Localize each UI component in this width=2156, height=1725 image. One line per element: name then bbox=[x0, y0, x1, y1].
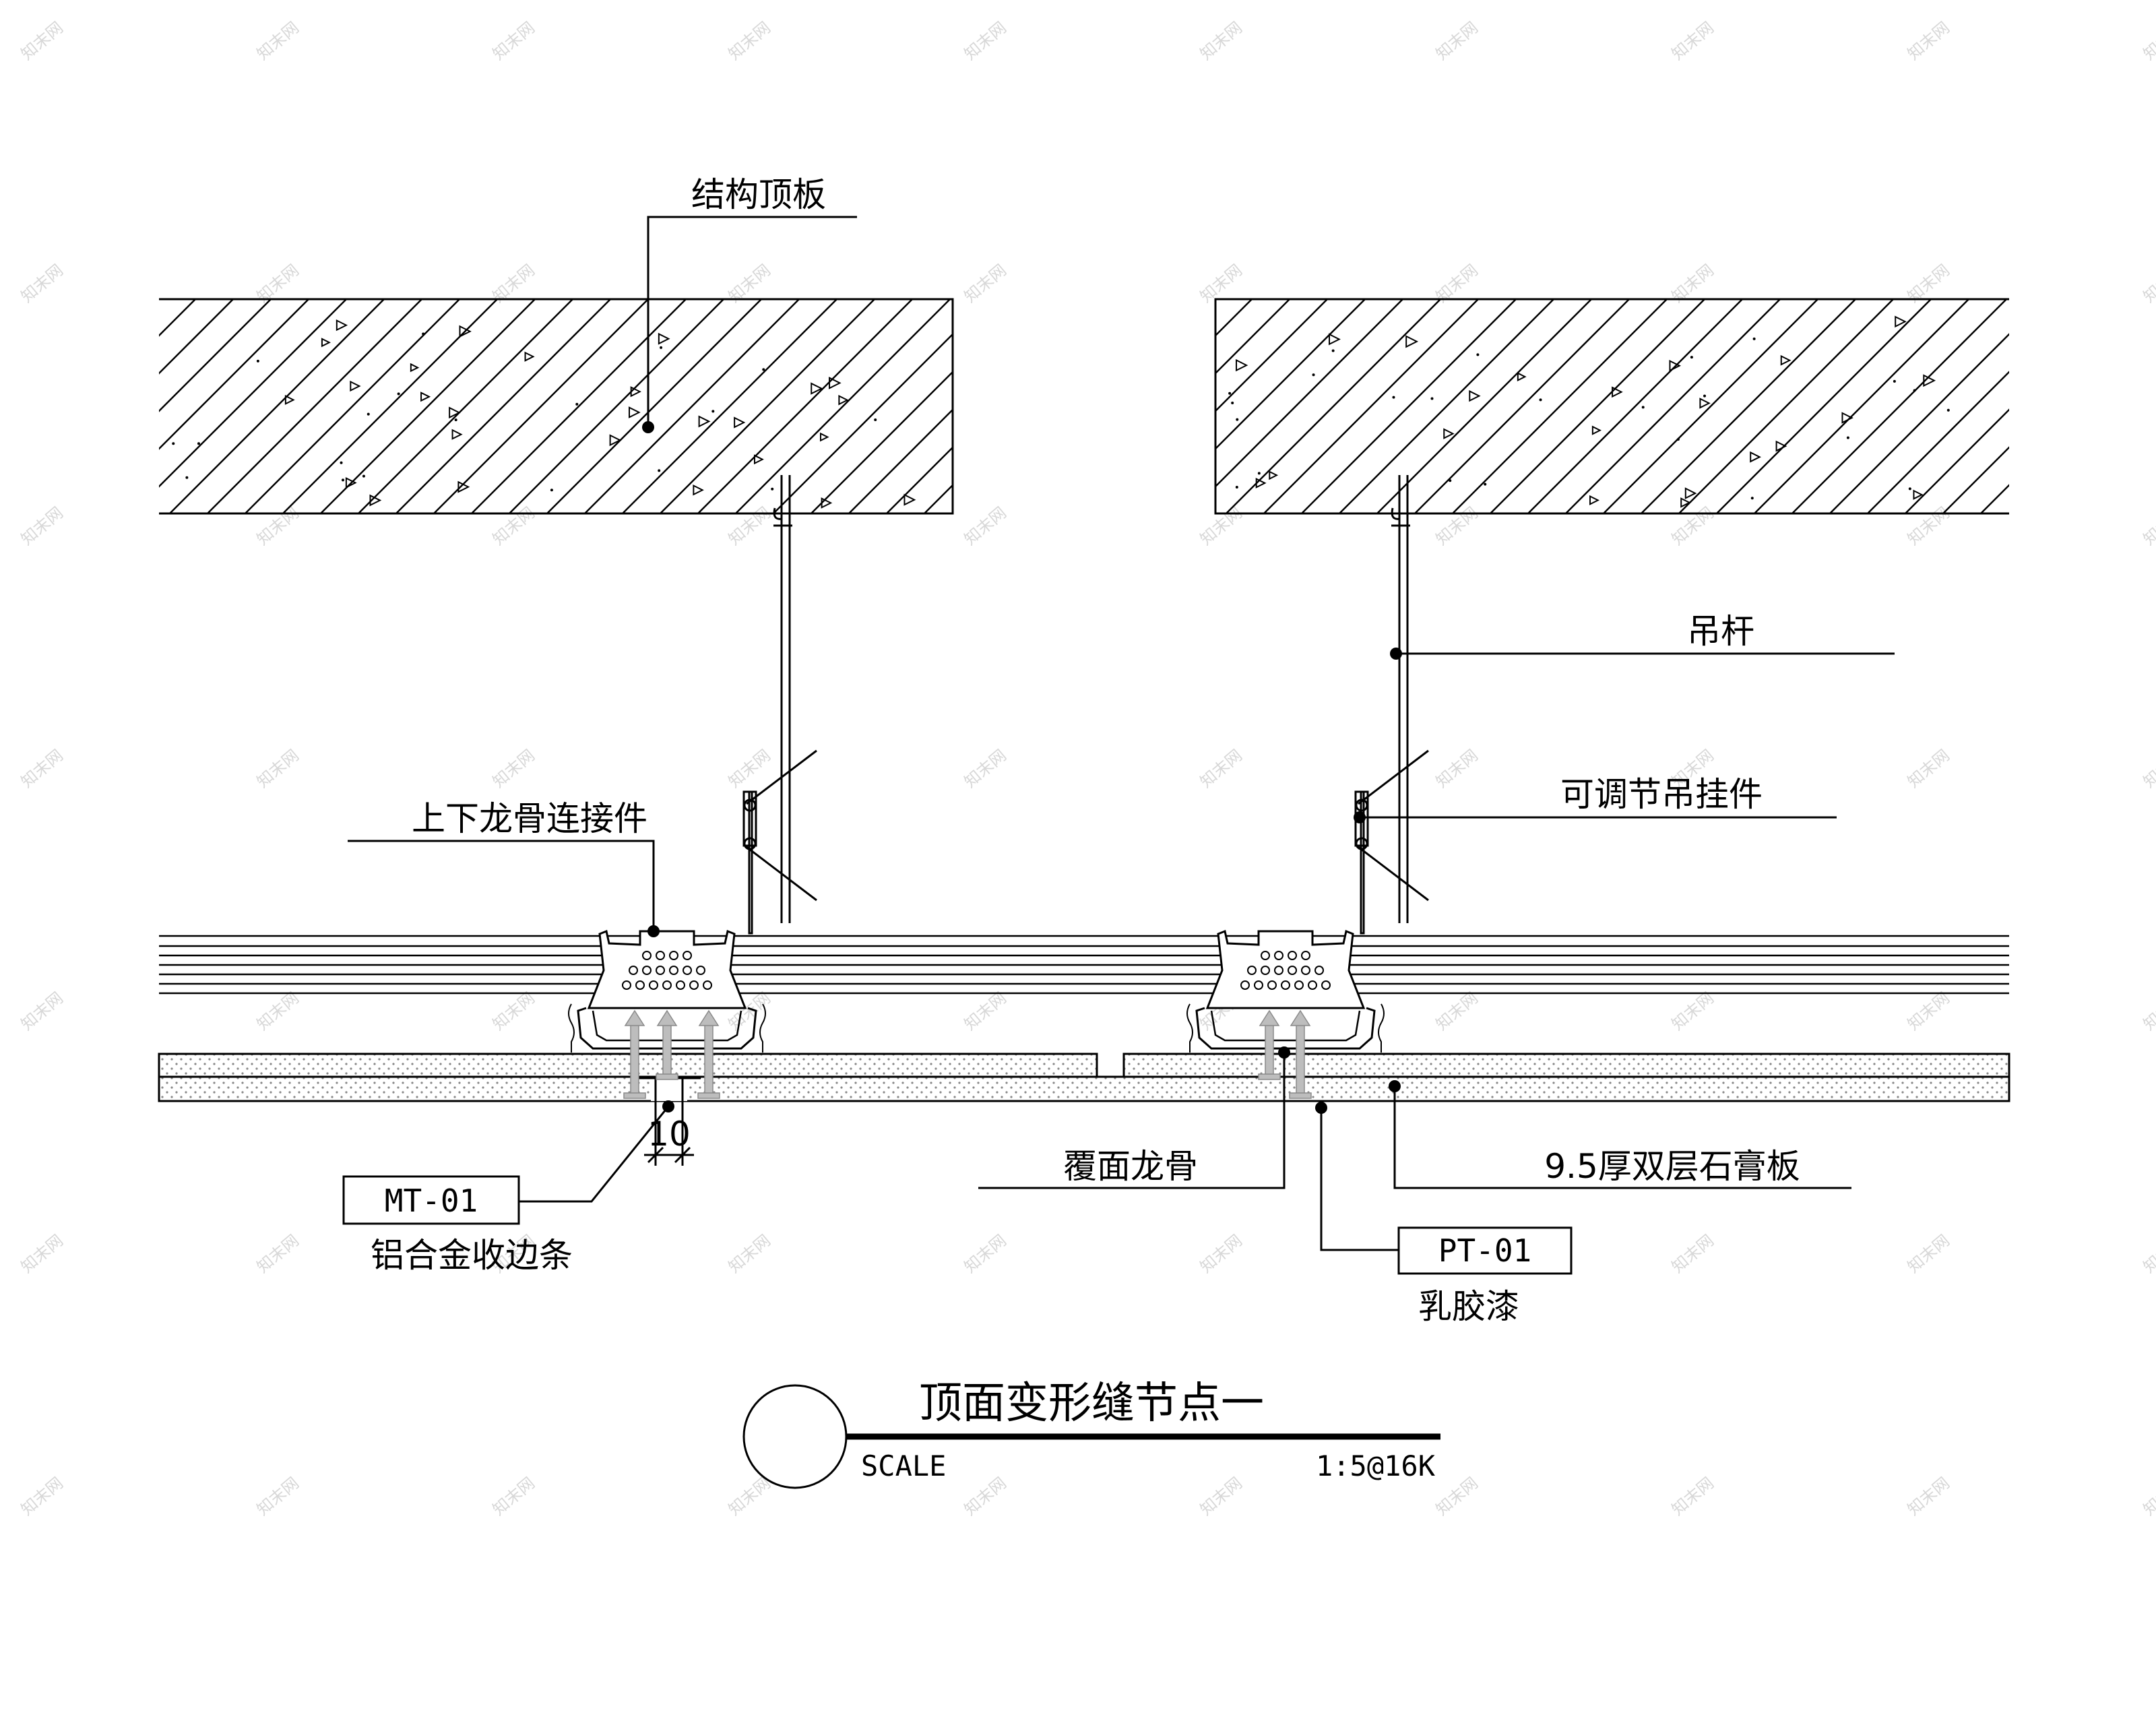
fastener-screws bbox=[623, 1009, 1312, 1099]
hanger-rod-left bbox=[773, 475, 792, 923]
svg-text:知末网: 知末网 bbox=[1197, 1231, 1246, 1277]
svg-text:知末网: 知末网 bbox=[18, 989, 67, 1034]
svg-text:知末网: 知末网 bbox=[961, 261, 1010, 307]
svg-text:知末网: 知末网 bbox=[961, 989, 1010, 1034]
drawing-title: 顶面变形缝节点一 bbox=[919, 1379, 1264, 1429]
svg-text:知末网: 知末网 bbox=[2140, 746, 2156, 792]
svg-text:知末网: 知末网 bbox=[2140, 503, 2156, 549]
svg-text:知末网: 知末网 bbox=[2140, 18, 2156, 64]
gypsum-board-lower bbox=[158, 1075, 2010, 1102]
svg-text:知末网: 知末网 bbox=[18, 746, 67, 792]
svg-text:知末网: 知末网 bbox=[489, 746, 538, 792]
svg-text:知末网: 知末网 bbox=[1432, 1474, 1482, 1519]
svg-text:知末网: 知末网 bbox=[253, 746, 303, 792]
label-hanger-rod: 吊杆 bbox=[1687, 612, 1754, 651]
tag-pt01: PT-01 bbox=[1438, 1232, 1531, 1269]
svg-text:知末网: 知末网 bbox=[2140, 989, 2156, 1034]
tag-box-mt01 bbox=[342, 1175, 520, 1225]
tag-mt01: MT-01 bbox=[385, 1183, 478, 1219]
leader-lines bbox=[348, 216, 1895, 1251]
leader-dots bbox=[642, 421, 1402, 1114]
label-keel-connector: 上下龙骨连接件 bbox=[412, 799, 647, 838]
svg-text:知末网: 知末网 bbox=[253, 503, 303, 549]
svg-text:知末网: 知末网 bbox=[1668, 1231, 1717, 1277]
svg-text:知末网: 知末网 bbox=[1904, 18, 1953, 64]
adjustable-hanger-left bbox=[742, 749, 817, 935]
main-keel bbox=[159, 935, 2009, 995]
svg-text:知末网: 知末网 bbox=[1904, 1231, 1953, 1277]
structural-slab-right bbox=[1214, 298, 2009, 515]
svg-text:知末网: 知末网 bbox=[1668, 18, 1717, 64]
structural-slab-left bbox=[159, 298, 954, 515]
aggregate-marks-right bbox=[1228, 315, 1950, 508]
svg-text:知末网: 知末网 bbox=[18, 503, 67, 549]
scale-label: SCALE bbox=[861, 1449, 946, 1482]
svg-text:知末网: 知末网 bbox=[253, 1474, 303, 1519]
svg-text:知末网: 知末网 bbox=[489, 18, 538, 64]
svg-text:知末网: 知末网 bbox=[725, 1231, 774, 1277]
keel-connector-left bbox=[568, 929, 766, 1053]
svg-text:知末网: 知末网 bbox=[253, 1231, 303, 1277]
hanger-rod-right bbox=[1391, 475, 1410, 923]
svg-text:知末网: 知末网 bbox=[18, 261, 67, 307]
scale-value: 1:5@16K bbox=[1316, 1449, 1436, 1482]
svg-text:知末网: 知末网 bbox=[961, 1474, 1010, 1519]
svg-text:知末网: 知末网 bbox=[961, 1231, 1010, 1277]
svg-text:知末网: 知末网 bbox=[1904, 1474, 1953, 1519]
gap-dimension-text: 10 bbox=[647, 1115, 691, 1154]
tag-box-pt01 bbox=[1397, 1226, 1573, 1275]
svg-text:知末网: 知末网 bbox=[1197, 503, 1246, 549]
svg-text:知末网: 知末网 bbox=[961, 746, 1010, 792]
svg-text:知末网: 知末网 bbox=[2140, 261, 2156, 307]
svg-text:知末网: 知末网 bbox=[18, 1231, 67, 1277]
svg-text:知末网: 知末网 bbox=[725, 746, 774, 792]
svg-text:知末网: 知末网 bbox=[1432, 746, 1482, 792]
svg-text:知末网: 知末网 bbox=[1432, 18, 1482, 64]
svg-text:知末网: 知末网 bbox=[1904, 989, 1953, 1034]
svg-text:知末网: 知末网 bbox=[18, 18, 67, 64]
svg-text:知末网: 知末网 bbox=[961, 18, 1010, 64]
svg-text:知末网: 知末网 bbox=[489, 1474, 538, 1519]
svg-text:知末网: 知末网 bbox=[489, 989, 538, 1034]
svg-text:知末网: 知末网 bbox=[725, 18, 774, 64]
svg-text:知末网: 知末网 bbox=[1904, 746, 1953, 792]
watermark-layer: 知末网知末网知末网知末网知末网知末网知末网知末网知末网知末网知末网知末网知末网知… bbox=[18, 18, 2156, 1519]
label-adjustable-hanger: 可调节吊挂件 bbox=[1560, 775, 1763, 814]
svg-text:知末网: 知末网 bbox=[1668, 503, 1717, 549]
svg-text:知末网: 知末网 bbox=[2140, 1231, 2156, 1277]
svg-text:知末网: 知末网 bbox=[2140, 1474, 2156, 1519]
label-aluminum-trim: 铝合金收边条 bbox=[371, 1236, 573, 1275]
label-cover-keel: 覆面龙骨 bbox=[1063, 1147, 1198, 1186]
svg-text:知末网: 知末网 bbox=[1197, 1474, 1246, 1519]
adjustable-hanger-right bbox=[1354, 749, 1429, 935]
gypsum-board-upper bbox=[158, 1053, 2010, 1078]
aggregate-marks-left bbox=[172, 319, 916, 509]
svg-text:知末网: 知末网 bbox=[253, 18, 303, 64]
svg-text:知末网: 知末网 bbox=[725, 503, 774, 549]
label-latex-paint: 乳胶漆 bbox=[1418, 1287, 1519, 1326]
svg-text:知末网: 知末网 bbox=[18, 1474, 67, 1519]
svg-text:知末网: 知末网 bbox=[961, 503, 1010, 549]
label-gypsum-board: 9.5厚双层石膏板 bbox=[1544, 1147, 1800, 1186]
svg-text:知末网: 知末网 bbox=[1668, 989, 1717, 1034]
svg-text:知末网: 知末网 bbox=[1432, 989, 1482, 1034]
svg-text:知末网: 知末网 bbox=[1197, 746, 1246, 792]
gap-dimension bbox=[644, 1139, 694, 1166]
title-bubble bbox=[742, 1384, 848, 1489]
svg-text:知末网: 知末网 bbox=[253, 989, 303, 1034]
keel-connector-right bbox=[1186, 929, 1385, 1053]
svg-text:知末网: 知末网 bbox=[1197, 18, 1246, 64]
label-structural-slab: 结构顶板 bbox=[691, 175, 826, 214]
svg-text:知末网: 知末网 bbox=[1668, 1474, 1717, 1519]
